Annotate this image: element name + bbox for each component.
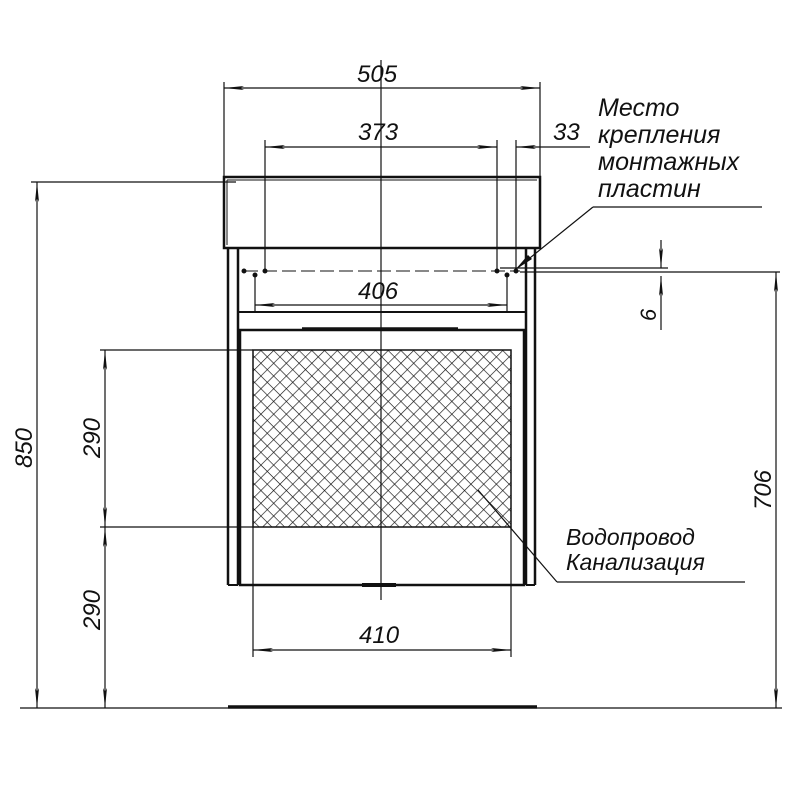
dim-mount-offset: 33 [553,119,580,146]
pipes-note-line2: Канализация [566,549,705,575]
pipes-note: Водопровод Канализация [566,525,705,575]
cabinet-body [222,175,542,709]
dimension-lines [20,82,782,709]
countertop [222,175,542,250]
dim-mount-gap: 6 [636,308,662,322]
dim-drawer-width: 410 [359,622,400,649]
dim-overall-width: 505 [357,61,398,88]
pipes-note-line1: Водопровод [566,524,695,550]
pipe-zone-hatch [252,349,512,528]
mounting-note-line1: Место [598,94,680,122]
dim-pipe-zone-height: 290 [79,417,107,459]
dim-mount-spacing: 373 [358,119,399,146]
dim-overall-height: 850 [11,427,39,469]
dim-inner-width: 406 [358,278,399,305]
mounting-note-line2: крепления [598,121,721,149]
mounting-note-line4: пластин [598,175,701,203]
mounting-plates-note: Место крепления монтажных пластин [598,95,739,203]
mounting-line [241,268,780,278]
mounting-note-line3: монтажных [598,148,740,176]
dim-mount-height: 706 [750,469,778,511]
dim-pipe-zone-offset: 290 [79,589,107,631]
leader-arrowhead [515,255,532,270]
